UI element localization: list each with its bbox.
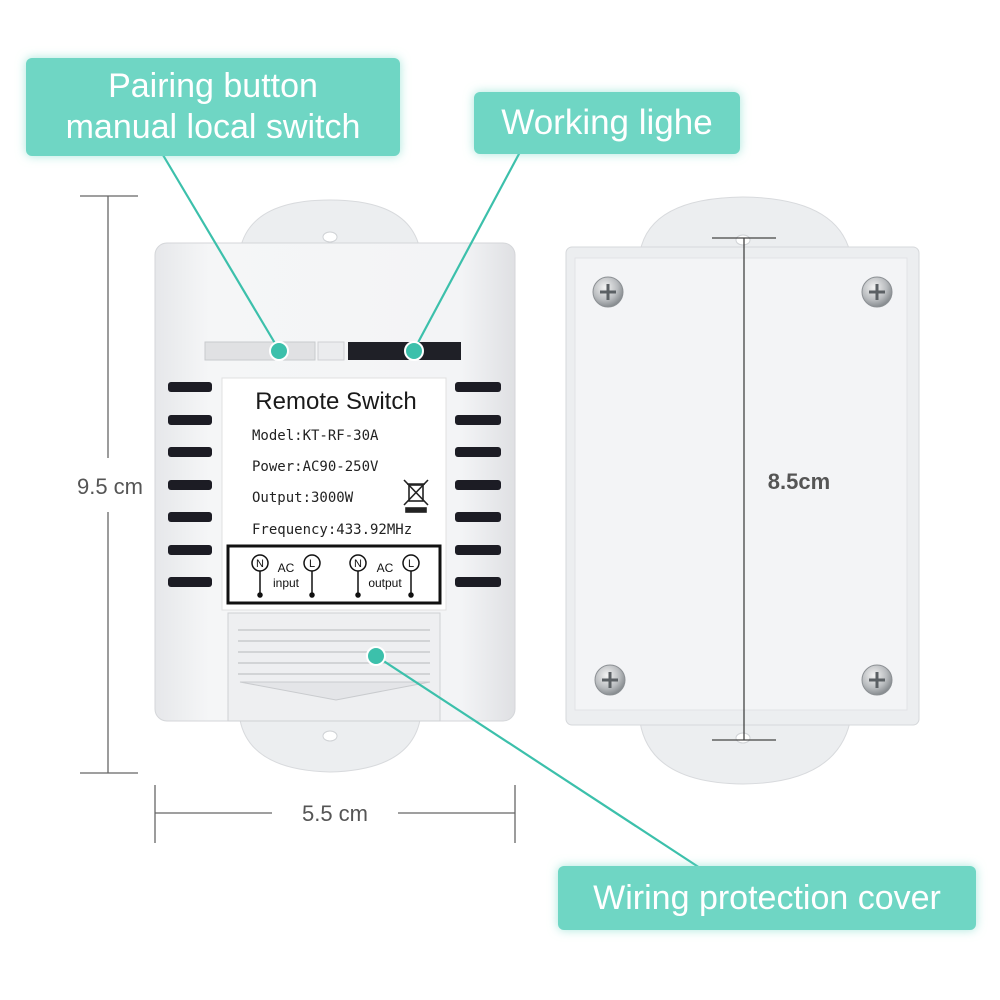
wiring-cover-callout: Wiring protection cover <box>558 866 976 930</box>
wiring-protection-cover <box>227 612 441 722</box>
wiring-callout-text: Wiring protection cover <box>593 879 941 917</box>
bottom-mounting-hole <box>322 730 338 742</box>
terminal-n1: N <box>256 558 264 570</box>
top-mounting-ear <box>239 199 421 251</box>
pairing-callout-line1: Pairing button <box>108 67 318 105</box>
callout-anchor-dots <box>269 341 424 666</box>
working-light-callout: Working lighe <box>474 92 740 154</box>
left-vent-slots <box>168 382 212 587</box>
pairing-callout-line2: manual local switch <box>65 108 361 146</box>
phillips-screw-icon <box>592 276 893 696</box>
dimension-lines <box>80 195 776 843</box>
top-mounting-hole <box>322 231 338 243</box>
label-title: Remote Switch <box>255 388 416 415</box>
back-bottom-ear <box>639 721 851 785</box>
right-vent-slots <box>455 382 501 587</box>
terminal-diagram <box>251 554 420 598</box>
back-panel <box>574 257 908 711</box>
bottom-mounting-ear <box>239 719 421 773</box>
terminal-l1: L <box>309 558 315 570</box>
terminal-l2: L <box>408 558 414 570</box>
dimension-height-front: 9.5 cm <box>77 474 143 499</box>
terminal-input-bottom: input <box>273 576 300 590</box>
front-device: Remote Switch Model:KT-RF-30A Power:AC90… <box>154 199 516 773</box>
back-dimension-label-bg <box>752 462 842 502</box>
crossed-out-bin-icon <box>403 479 429 513</box>
back-bottom-hole <box>735 732 751 744</box>
terminal-box <box>226 544 442 605</box>
back-top-hole <box>735 234 751 246</box>
working-callout-text: Working lighe <box>501 103 713 142</box>
callout-leader-lines <box>159 149 701 869</box>
dimension-width-front: 5.5 cm <box>302 801 368 826</box>
dimension-height-back: 8.5cm <box>768 469 830 494</box>
label-frequency: Frequency:433.92MHz <box>252 522 412 538</box>
back-top-ear <box>639 196 851 253</box>
back-device <box>565 196 920 785</box>
label-output: Output:3000W <box>252 490 354 506</box>
terminal-n2: N <box>354 558 362 570</box>
pairing-button <box>204 341 316 361</box>
label-model: Model:KT-RF-30A <box>252 428 379 444</box>
button-divider <box>317 341 345 361</box>
label-power: Power:AC90-250V <box>252 459 379 475</box>
terminal-input-top: AC <box>278 561 295 575</box>
pairing-button-callout: Pairing button manual local switch <box>26 58 400 156</box>
terminal-output-top: AC <box>377 561 394 575</box>
terminal-output-bottom: output <box>368 576 402 590</box>
